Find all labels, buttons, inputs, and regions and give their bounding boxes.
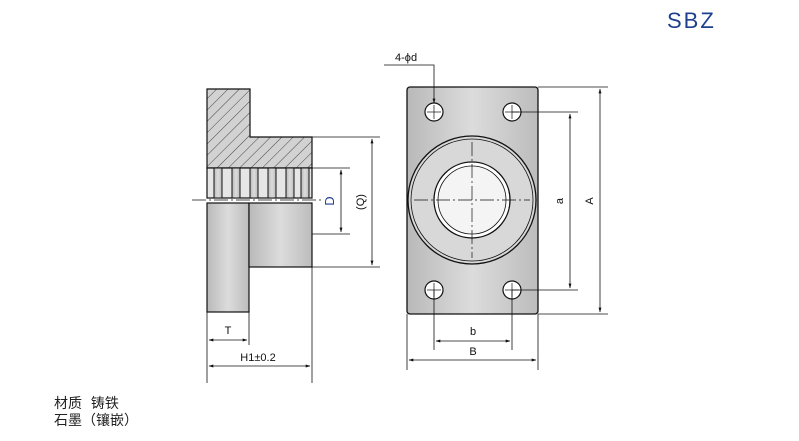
hole-callout-label: 4-ϕd [395, 52, 417, 64]
material-line-1: 材质 铸铁 [54, 396, 138, 413]
b-dimension-label: b [470, 326, 476, 338]
A-dimension-label: A [584, 197, 596, 205]
a-dimension-label: a [554, 197, 566, 204]
q-dimension-label: (Q) [355, 194, 367, 210]
B-dimension-label: B [469, 346, 476, 358]
material-value: 铸铁 [90, 396, 119, 412]
side-dimensions [206, 136, 380, 383]
side-section-view [192, 88, 322, 313]
graphite-plug-row [206, 167, 313, 199]
flange-body [206, 202, 250, 313]
product-code-title: SBZ [667, 8, 716, 33]
material-label: 材质 [54, 396, 82, 412]
mounting-holes [424, 102, 522, 300]
material-line-2: 石墨（镶嵌） [54, 413, 138, 429]
t-dimension-label: T [225, 325, 232, 337]
h1-dimension-label: H1±0.2 [240, 352, 275, 364]
front-dimensions [384, 64, 608, 370]
material-note: 材质 铸铁 石墨（镶嵌） [54, 396, 138, 430]
boss-body [248, 202, 313, 268]
front-plan-view [406, 86, 539, 315]
section-hatch [206, 88, 313, 169]
bore-diameter-label: D [322, 196, 337, 205]
